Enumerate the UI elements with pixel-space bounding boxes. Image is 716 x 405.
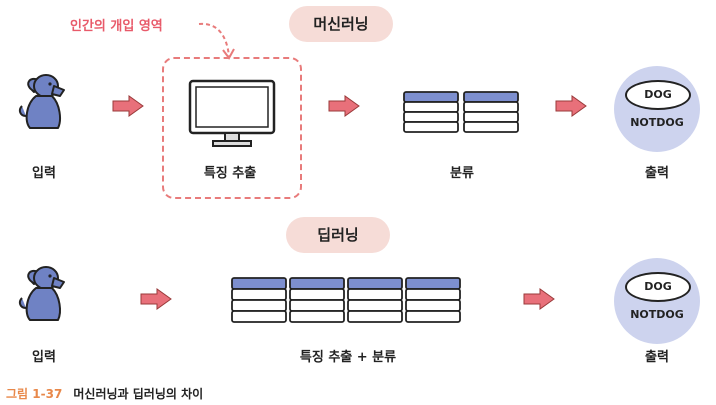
feature-extraction-box	[162, 57, 302, 199]
arrow-right-icon	[140, 288, 172, 310]
dl-output-dog: DOG	[625, 272, 691, 302]
ml-output-notdog: NOTDOG	[630, 116, 684, 129]
dl-output-circle: DOG NOTDOG	[614, 258, 700, 344]
ml-output-circle: DOG NOTDOG	[614, 66, 700, 152]
dog-icon	[18, 74, 65, 129]
arrow-right-icon	[112, 95, 144, 117]
ml-output-label: 출력	[645, 166, 669, 181]
dl-title: 딥러닝	[317, 226, 359, 244]
dl-input-label: 입력	[32, 350, 56, 365]
feature-extraction-label: 특징 추출	[203, 166, 257, 181]
ml-input-label: 입력	[32, 166, 56, 181]
human-intervention-annotation: 인간의 개입 영역	[70, 19, 163, 34]
server-stack-icon	[403, 91, 519, 133]
dl-title-pill: 딥러닝	[286, 217, 390, 253]
arrow-right-icon	[555, 95, 587, 117]
monitor-icon	[188, 79, 276, 147]
dl-output-label: 출력	[645, 350, 669, 365]
dog-icon	[18, 266, 65, 321]
dl-output-notdog: NOTDOG	[630, 308, 684, 321]
arrow-right-icon	[328, 95, 360, 117]
figure-caption: 그림 1-37 머신러닝과 딥러닝의 차이	[6, 383, 203, 402]
ml-title: 머신러닝	[313, 15, 369, 33]
figure-number: 그림 1-37	[6, 387, 63, 401]
classify-label: 분류	[450, 166, 474, 181]
server-stack-icon	[231, 277, 461, 323]
arrow-right-icon	[523, 288, 555, 310]
combined-label: 특징 추출 + 분류	[299, 350, 397, 365]
ml-title-pill: 머신러닝	[289, 6, 393, 42]
annotation-arrow-icon	[198, 22, 235, 60]
figure-title: 머신러닝과 딥러닝의 차이	[73, 387, 204, 401]
ml-output-dog: DOG	[625, 80, 691, 110]
